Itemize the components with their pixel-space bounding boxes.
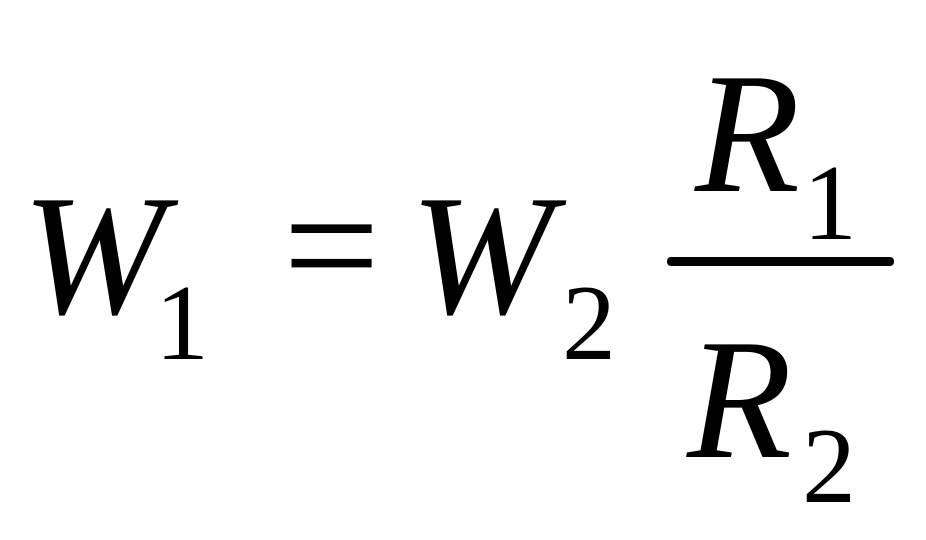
- rhs-symbol: W: [410, 161, 554, 351]
- equals-sign: =: [283, 151, 381, 341]
- numerator-symbol: R: [695, 39, 801, 229]
- lhs-subscript: 1: [155, 264, 209, 383]
- denominator-symbol: R: [687, 305, 793, 495]
- rhs-subscript: 2: [562, 264, 616, 383]
- numerator-subscript: 1: [803, 144, 857, 263]
- fraction-bar: [667, 257, 894, 266]
- denominator-subscript: 2: [802, 407, 856, 526]
- lhs-symbol: W: [22, 161, 166, 351]
